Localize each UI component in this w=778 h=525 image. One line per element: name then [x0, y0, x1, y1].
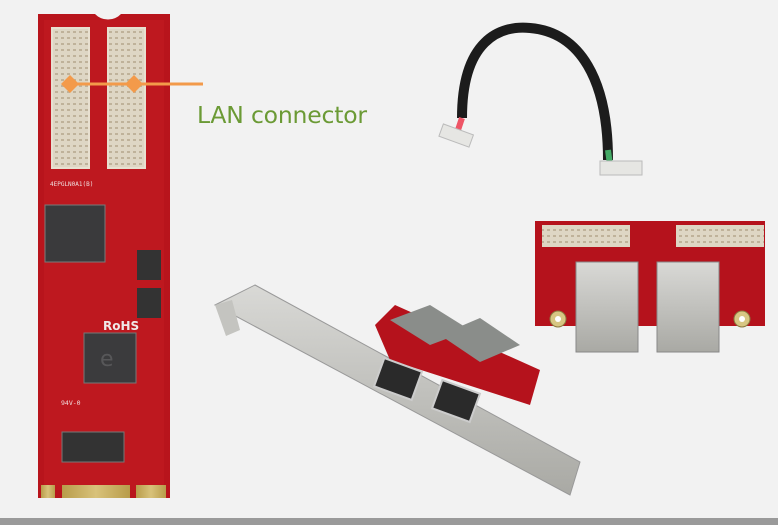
rj45-daughter-board	[535, 221, 765, 353]
footer-bar	[0, 518, 778, 525]
chip-controller	[44, 204, 106, 263]
chip-logo: e	[100, 347, 114, 372]
board-part-number: 4EPGLN0A1(B)	[50, 181, 93, 188]
lan-cable	[438, 22, 643, 176]
lan-connector-label: LAN connector	[197, 101, 367, 129]
pci-bracket-card	[213, 284, 581, 496]
lan-connector-pointer	[61, 75, 203, 93]
gold-fingers	[41, 485, 55, 498]
m2-lan-module: e RoHS 4EPGLN0A1(B) 94V-0	[38, 14, 170, 498]
rohs-mark: RoHS	[103, 319, 139, 333]
flammability-rating: 94V-0	[61, 399, 81, 407]
lan-connector-1	[51, 27, 90, 169]
lan-connector-2	[107, 27, 146, 169]
chip-main	[83, 332, 137, 384]
